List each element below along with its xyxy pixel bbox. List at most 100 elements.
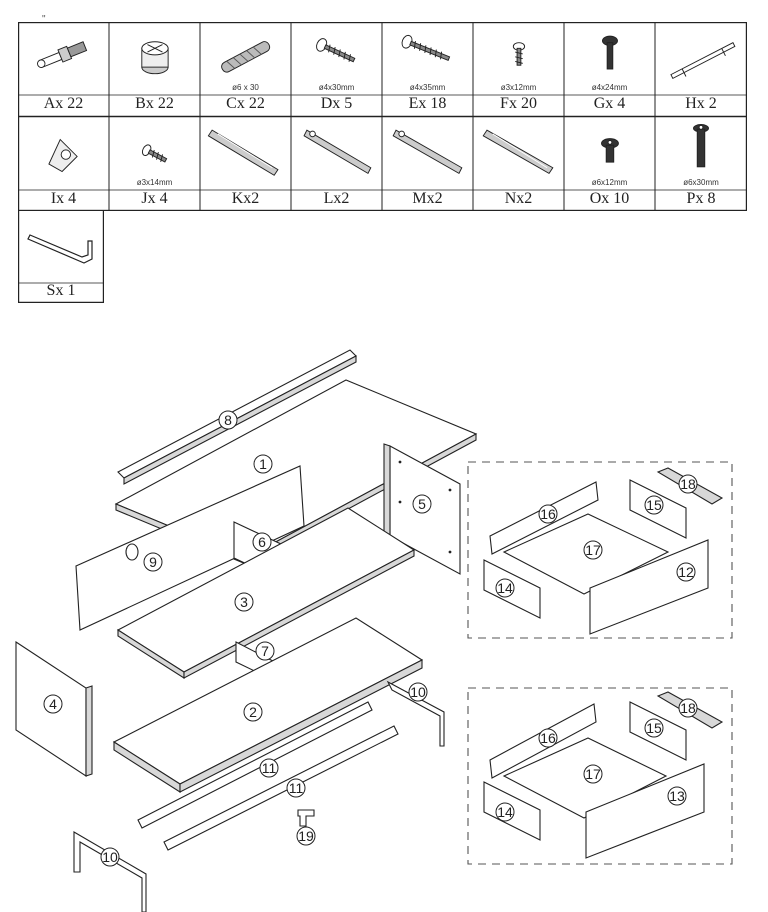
part-label-11a: 11 (262, 760, 277, 776)
part-10-right-leg: 10 (386, 680, 445, 747)
hardware-label: Fx 20 (500, 95, 537, 112)
part-label-15a: 15 (646, 497, 662, 513)
hardware-item-j: ø3x14mm Jx 4 (109, 117, 200, 211)
part-label-2: 2 (249, 704, 257, 720)
hardware-spec: ø3x12mm (500, 83, 537, 92)
hardware-label: Ax 22 (43, 95, 84, 112)
hardware-spec: ø4x24mm (591, 83, 628, 92)
hardware-label: Ix 4 (50, 190, 77, 207)
hardware-table: Ax 22 Bx 22 ø6 x 30 Cx 22 ø4x30mm Dx (18, 22, 747, 211)
hardware-spec: ø6 x 30 (232, 83, 259, 92)
cam-lock-icon (141, 41, 169, 75)
part-label-4: 4 (49, 696, 57, 712)
hardware-label: Ex 18 (408, 95, 447, 112)
allen-key-icon (27, 234, 93, 264)
part-label-10a: 10 (410, 684, 426, 700)
part-label-17b: 17 (585, 766, 601, 782)
part-label-18a: 18 (680, 476, 696, 492)
hardware-item-a: Ax 22 (18, 22, 109, 116)
part-label-16a: 16 (540, 506, 556, 522)
part-label-1: 1 (259, 456, 267, 472)
handle-icon (670, 42, 736, 80)
hardware-cell-border (18, 211, 104, 303)
hardware-item-n: Nx2 (473, 117, 564, 211)
part-label-17a: 17 (585, 542, 601, 558)
part-label-14b: 14 (497, 804, 513, 820)
part-12-drawer-front (589, 539, 709, 635)
part-label-7: 7 (261, 643, 269, 659)
hardware-label: Cx 22 (226, 95, 265, 112)
hardware-item-d: ø4x30mm Dx 5 (291, 22, 382, 116)
drawer-rail-icon (207, 129, 279, 176)
drawer-1-boundary (467, 461, 733, 639)
hardware-item-h: Hx 2 (655, 22, 747, 116)
long-bolt-icon (693, 124, 709, 168)
hardware-spec: ø4x35mm (409, 83, 446, 92)
drawer-rail-icon (482, 129, 554, 175)
part-19-bracket: 19 (296, 809, 316, 846)
drawer-rail-icon (392, 129, 463, 175)
hardware-item-p: ø6x30mm Px 8 (655, 117, 747, 211)
bolt-icon (601, 35, 618, 70)
hardware-item-b: Bx 22 (109, 22, 200, 116)
part-label-13: 13 (669, 788, 685, 804)
hardware-table-grid (18, 22, 747, 211)
part-11-front-rail: 11 (137, 701, 373, 829)
hardware-item-m: Mx2 (382, 117, 473, 211)
part-label-5: 5 (418, 496, 426, 512)
hardware-label: Ox 10 (589, 190, 630, 207)
hardware-label: Nx2 (504, 190, 533, 207)
hardware-spec: ø6x30mm (683, 178, 719, 187)
part-label-3: 3 (240, 594, 248, 610)
hardware-item-e: ø4x35mm Ex 18 (382, 22, 473, 116)
hardware-item-i: Ix 4 (18, 117, 109, 211)
part-label-16b: 16 (540, 730, 556, 746)
drawer-2-exploded: 16 17 14 15 18 13 (467, 687, 733, 865)
screw-icon (316, 38, 356, 63)
part-2-bottom-board: 2 (112, 617, 424, 794)
hardware-item-s: Sx 1 (18, 211, 104, 303)
drawer-1-exploded: 16 17 14 15 18 12 (467, 461, 733, 639)
part-9-back-panel: 9 (75, 465, 305, 631)
short-screw-icon (512, 42, 526, 66)
hardware-label: Kx2 (231, 190, 260, 207)
part-8-back-rail: 8 (117, 349, 357, 485)
hardware-item-k: Kx2 (200, 117, 291, 211)
part-label-11b: 11 (289, 780, 304, 796)
bolt-icon (601, 138, 619, 163)
hardware-label: Mx2 (412, 190, 443, 207)
hardware-spec: ø3x14mm (136, 178, 173, 187)
hardware-label: Gx 4 (593, 95, 626, 112)
part-label-15b: 15 (646, 720, 662, 736)
wood-dowel-icon (221, 41, 271, 73)
hardware-label: Hx 2 (685, 95, 717, 112)
hardware-item-c: ø6 x 30 Cx 22 (200, 22, 291, 116)
hardware-label: Jx 4 (141, 190, 168, 207)
part-label-19: 19 (298, 828, 314, 844)
hardware-spec: ø6x12mm (591, 178, 628, 187)
part-label-9: 9 (149, 554, 157, 570)
part-label-6: 6 (258, 534, 266, 550)
hardware-label: Lx2 (323, 190, 350, 207)
hardware-label: Bx 22 (135, 95, 174, 112)
part-10-left-leg: 10 (73, 831, 147, 912)
hardware-item-o: ø6x12mm Ox 10 (564, 117, 655, 211)
part-label-8: 8 (224, 412, 232, 428)
part-label-18b: 18 (680, 700, 696, 716)
screw-icon (401, 34, 451, 62)
corner-bracket-icon (48, 138, 78, 173)
hardware-spec: ø4x30mm (318, 83, 355, 92)
drawer-rail-icon (303, 129, 372, 175)
cam-bolt-icon (37, 41, 88, 68)
exploded-assembly-diagram: .pl { fill:#fff; stroke:#222; stroke-wid… (15, 349, 733, 912)
hardware-label: Sx 1 (46, 282, 76, 299)
part-4-left-side-panel: 4 (15, 640, 93, 778)
hardware-item-f: ø3x12mm Fx 20 (473, 22, 564, 116)
part-11-back-rail: 11 (163, 725, 399, 851)
hardware-label: Dx 5 (320, 95, 353, 112)
drawer-2-boundary (467, 687, 733, 865)
hardware-item-g: ø4x24mm Gx 4 (564, 22, 655, 116)
part-5-right-side-panel: 5 (383, 443, 461, 575)
part-label-10b: 10 (102, 849, 118, 865)
part-label-14a: 14 (497, 580, 513, 596)
